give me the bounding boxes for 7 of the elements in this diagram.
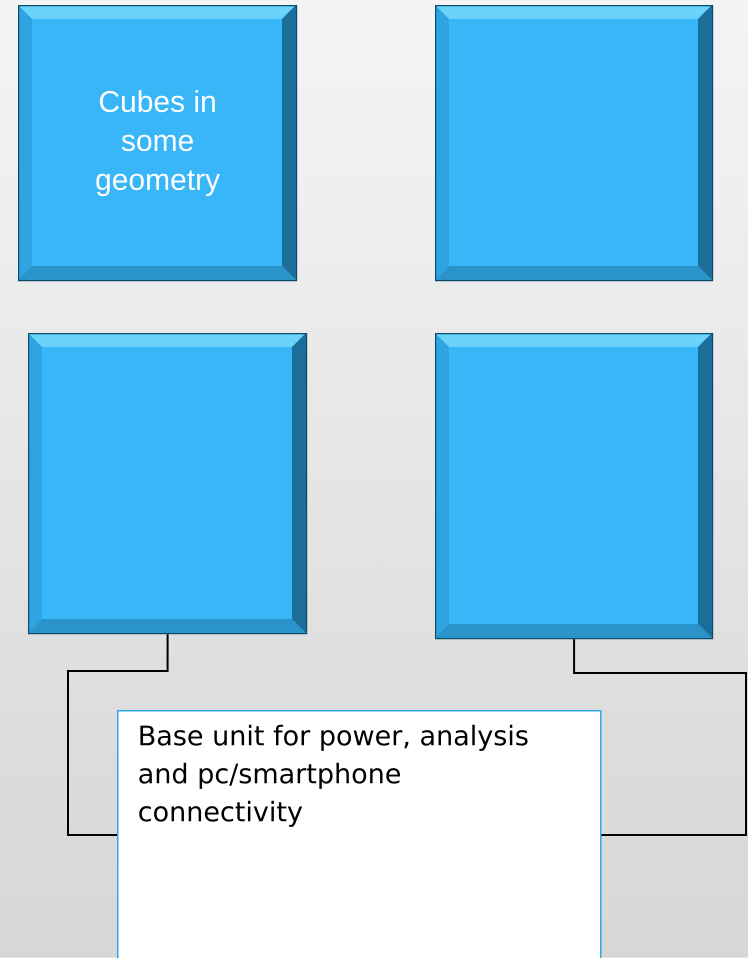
square-box [28,333,308,634]
connector-line [67,634,169,836]
square-box: Cubes in some geometry [18,5,298,282]
square-box [435,333,714,640]
text-box: Base unit for power, analysis and pc/smartphone connectivity [117,710,602,958]
square-box [435,5,714,282]
connector-line [573,639,747,836]
